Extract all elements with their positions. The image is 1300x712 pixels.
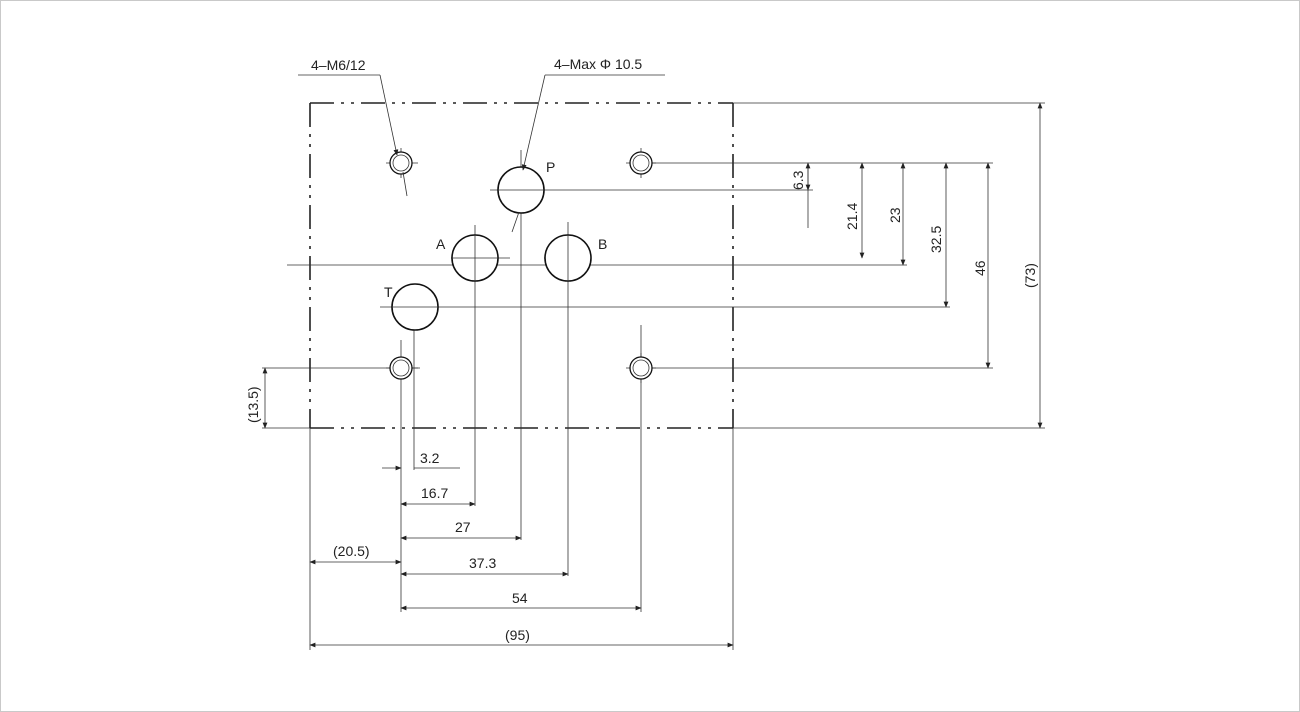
- dim-16-7: 16.7: [421, 485, 448, 501]
- dim-6-3: 6.3: [790, 170, 806, 190]
- horizontal-dimensions: [309, 465, 734, 648]
- dim-54: 54: [512, 590, 528, 606]
- port-callout: 4–Max Φ 10.5: [554, 56, 642, 72]
- dim-23: 23: [887, 207, 903, 223]
- ports: [391, 166, 592, 331]
- dim-3-2: 3.2: [420, 450, 440, 466]
- dim-32-5: 32.5: [928, 226, 944, 253]
- dim-73: (73): [1022, 263, 1038, 288]
- dim-21-4: 21.4: [844, 203, 860, 230]
- port-a-label: A: [436, 236, 446, 252]
- centre-lines: [262, 102, 1045, 650]
- leaders: [298, 74, 665, 233]
- thread-callout: 4–M6/12: [311, 57, 366, 73]
- port-b-label: B: [598, 236, 607, 252]
- dim-46: 46: [972, 260, 988, 276]
- vertical-dimensions: [262, 102, 1043, 429]
- dim-20-5: (20.5): [333, 543, 370, 559]
- plate-outline: [309, 102, 734, 429]
- port-t-label: T: [384, 284, 393, 300]
- port-p-label: P: [546, 159, 555, 175]
- dim-95: (95): [505, 627, 530, 643]
- mounting-holes: [389, 151, 653, 380]
- dim-37-3: 37.3: [469, 555, 496, 571]
- dim-27: 27: [455, 519, 471, 535]
- dim-13-5: (13.5): [245, 386, 261, 423]
